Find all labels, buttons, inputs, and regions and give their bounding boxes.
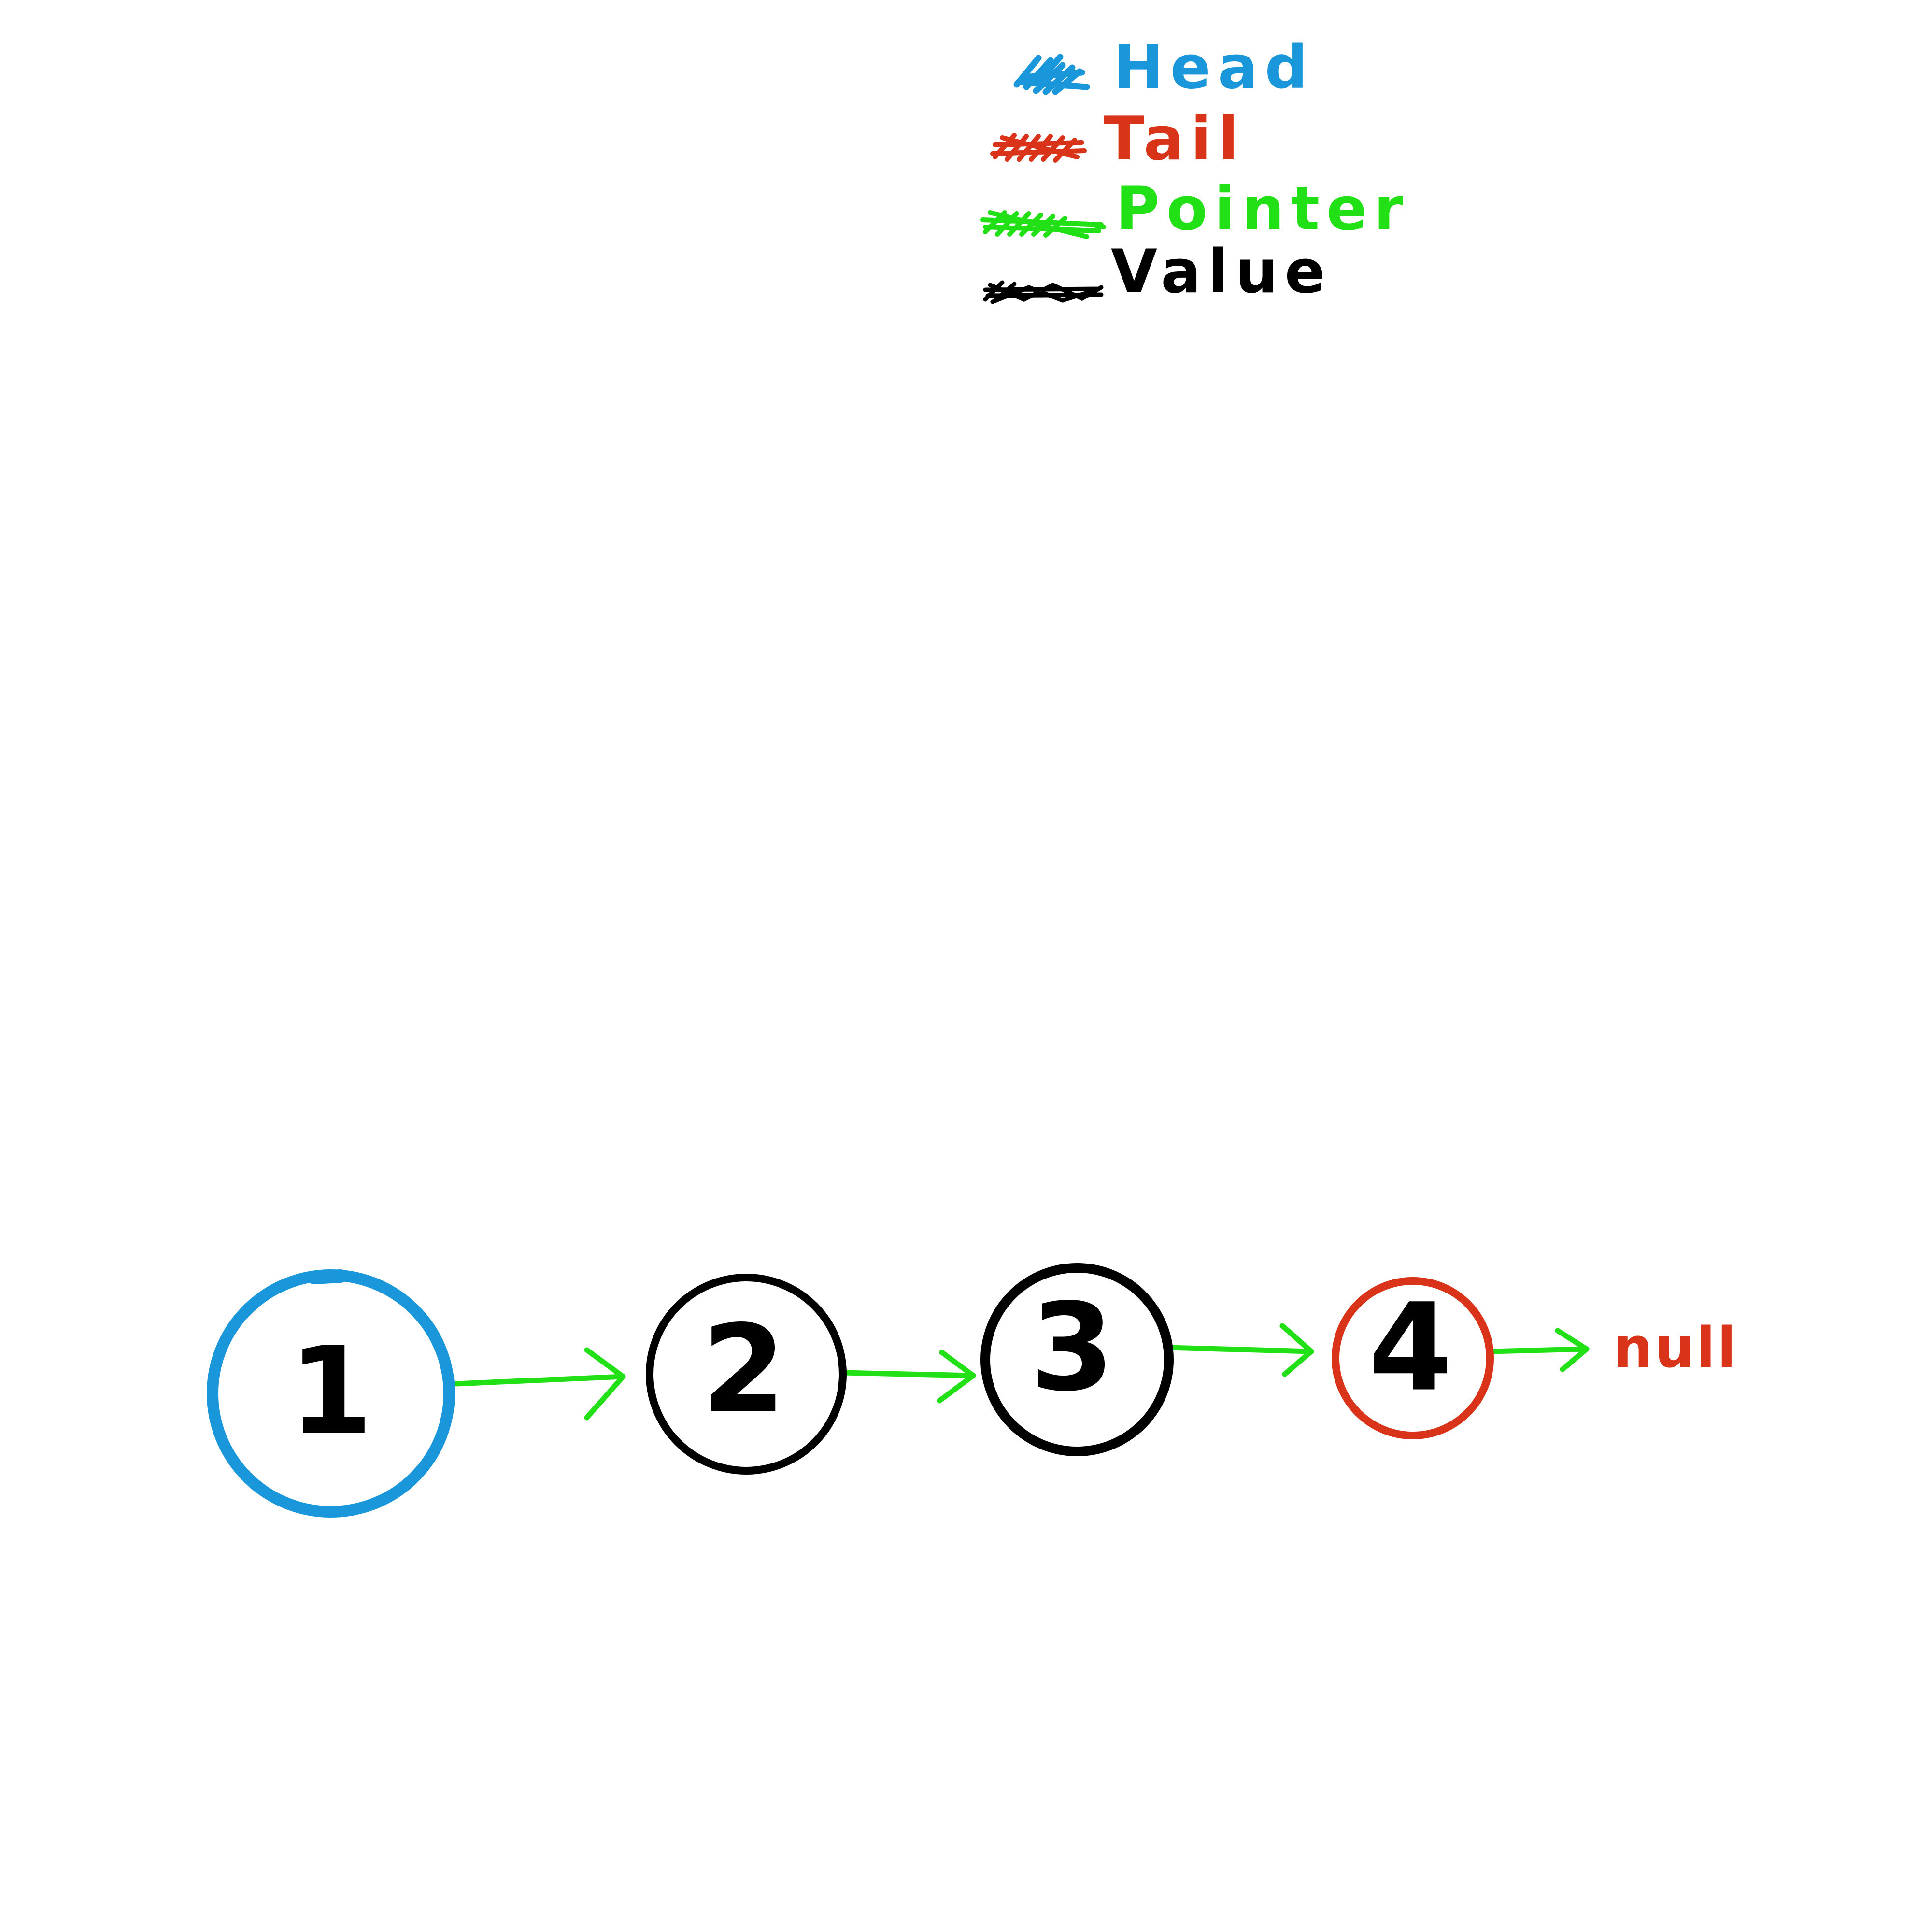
- node-circle-1-overlap: [307, 1269, 347, 1284]
- legend-label-tail: Tail: [1104, 104, 1245, 174]
- list-node-3: 3: [980, 1263, 1174, 1456]
- list-node-2: 2: [646, 1274, 847, 1475]
- pointer-arrows: [454, 1323, 1590, 1421]
- legend-label-pointer: Pointer: [1116, 174, 1410, 244]
- node-circle-3: [980, 1263, 1174, 1456]
- node-circle-2: [646, 1274, 847, 1475]
- arrow-node3-to-node4: [1165, 1323, 1314, 1377]
- node-value-2: 2: [702, 1299, 786, 1440]
- node-value-4: 4: [1368, 1278, 1452, 1418]
- node-value-1: 1: [289, 1321, 373, 1462]
- legend-label-head: Head: [1113, 33, 1314, 102]
- legend-swatch-tail: [990, 133, 1087, 163]
- arrow-node2-to-node3: [840, 1350, 976, 1404]
- node-circle-4: [1332, 1277, 1494, 1439]
- legend-swatch-head: [1013, 54, 1090, 95]
- legend: Head Tail Pointer Value: [980, 33, 1410, 307]
- legend-swatch-value: [983, 280, 1104, 304]
- arrow-node1-to-node2: [454, 1347, 626, 1421]
- arrow-node4-to-null: [1487, 1328, 1590, 1372]
- linked-list-nodes: 1 2 3 4: [207, 1263, 1494, 1518]
- null-terminator-label: null: [1613, 1316, 1738, 1380]
- list-node-head: 1: [207, 1269, 455, 1518]
- node-value-3: 3: [1030, 1278, 1114, 1418]
- legend-label-value: Value: [1111, 237, 1332, 307]
- legend-swatch-pointer: [980, 210, 1106, 239]
- list-node-tail: 4: [1332, 1277, 1494, 1439]
